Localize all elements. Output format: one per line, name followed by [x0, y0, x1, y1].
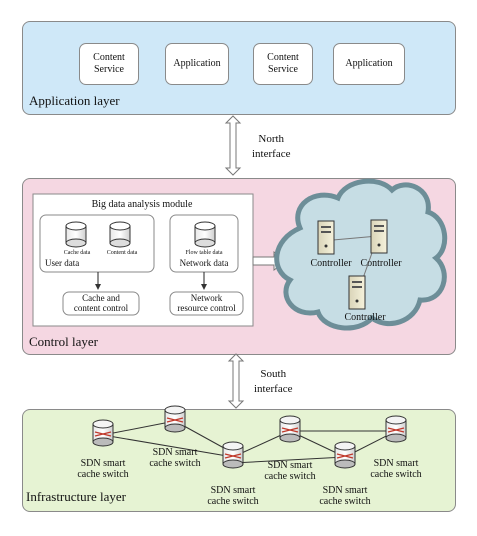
controller-cloud — [274, 178, 448, 331]
sdn-switch-icon-2 — [164, 405, 186, 433]
controller-server-icon-1 — [317, 220, 335, 255]
controller-label-3: Controller — [344, 312, 386, 323]
network-control-box — [169, 291, 244, 316]
cache-control-label: Cache and content control — [73, 293, 129, 313]
switch-label-5: SDN smart cache switch — [319, 485, 371, 507]
controller-server-icon-3 — [348, 275, 366, 310]
cache-data-db-icon — [65, 221, 87, 248]
sdn-switch-icon-1 — [92, 419, 114, 447]
switch-label-4: SDN smart cache switch — [264, 460, 316, 482]
north-interface-arrow — [224, 115, 242, 176]
controller-server-icon-2 — [370, 219, 388, 254]
network-data-label: Network data — [179, 258, 229, 268]
application-box-1: Application — [165, 43, 229, 85]
sdn-switch-icon-3 — [222, 441, 244, 469]
south-interface-label: South interface — [254, 368, 293, 395]
controller-label-2: Controller — [360, 258, 402, 269]
switch-label-3: SDN smart cache switch — [207, 485, 259, 507]
control-layer-label: Control layer — [29, 334, 98, 349]
sdn-switch-icon-4 — [279, 415, 301, 443]
application-box-2: Application — [333, 43, 405, 85]
north-interface-label: North interface — [252, 133, 291, 160]
flow-table-db-icon — [194, 221, 216, 248]
switch-label-1: SDN smart cache switch — [77, 458, 129, 480]
cache-data-label: Cache data — [63, 250, 91, 256]
application-layer-label: Application layer — [29, 93, 120, 108]
flow-table-data-label: Flow table data — [185, 250, 223, 256]
sdn-switch-icon-5 — [334, 441, 356, 469]
switch-label-6: SDN smart cache switch — [370, 458, 422, 480]
content-service-box-2: Content Service — [253, 43, 313, 85]
network-control-label: Network resource control — [177, 293, 236, 313]
infrastructure-layer-label: Infrastructure layer — [26, 489, 126, 504]
controller-label-1: Controller — [310, 258, 352, 269]
content-data-label: Content data — [106, 250, 138, 256]
content-data-db-icon — [109, 221, 131, 248]
user-data-label: User data — [45, 258, 80, 268]
content-service-box-1: Content Service — [79, 43, 139, 85]
sdn-switch-icon-6 — [385, 415, 407, 443]
south-interface-arrow — [227, 353, 245, 409]
big-data-module-title: Big data analysis module — [91, 199, 193, 210]
cache-control-box — [62, 291, 140, 316]
switch-label-2: SDN smart cache switch — [149, 447, 201, 469]
